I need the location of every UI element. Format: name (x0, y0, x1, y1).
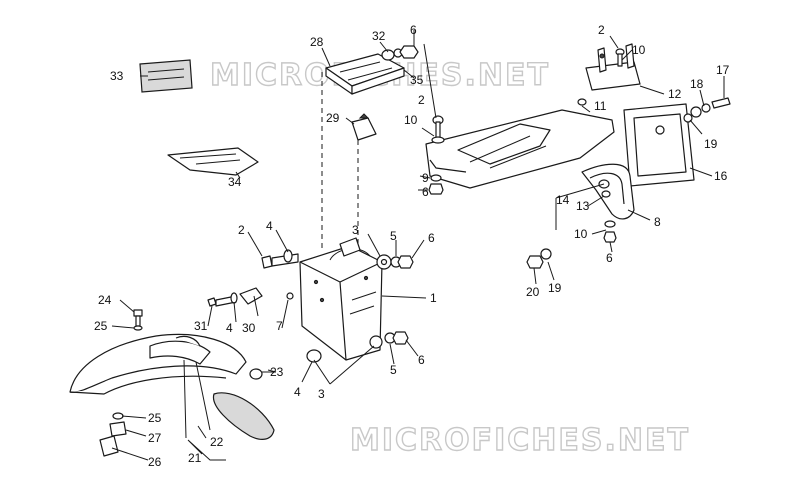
callout-5: 5 (390, 229, 397, 243)
callout-19: 19 (704, 137, 718, 151)
callout-6: 6 (418, 353, 425, 367)
callout-32: 32 (372, 29, 386, 43)
callout-6: 6 (428, 231, 435, 245)
callout-22: 22 (210, 435, 224, 449)
part-1-housing (299, 237, 383, 361)
callout-6: 6 (422, 185, 429, 199)
callout-10: 10 (404, 113, 418, 127)
front-mudguard (69, 333, 247, 439)
callout-17: 17 (716, 63, 730, 77)
callout-14: 14 (556, 193, 570, 207)
callout-34: 34 (228, 175, 242, 189)
callout-7: 7 (276, 319, 283, 333)
part-28-clamp (325, 53, 405, 95)
callout-23: 23 (270, 365, 284, 379)
callout-4: 4 (266, 219, 273, 233)
part-19-20-washers (526, 248, 552, 269)
callout-27: 27 (148, 431, 162, 445)
part-30-31-bracket (207, 287, 294, 307)
part-25-27-26-stack (99, 412, 127, 457)
callout-3: 3 (352, 223, 359, 237)
callout-28: 28 (310, 35, 324, 49)
callout-19: 19 (548, 281, 562, 295)
part-13-14-bolts (555, 179, 611, 230)
part-3-5-6-lower (306, 331, 409, 363)
callout-2: 2 (238, 223, 245, 237)
part-11-tray (425, 98, 615, 189)
callout-8: 8 (654, 215, 661, 229)
callout-33: 33 (110, 69, 124, 83)
callout-12: 12 (668, 87, 682, 101)
part-3-5-6-upper (376, 254, 414, 270)
callout-29: 29 (326, 111, 340, 125)
callout-11: 11 (594, 99, 607, 113)
callout-20: 20 (526, 285, 540, 299)
callout-18: 18 (690, 77, 704, 91)
part-12-bracket (585, 43, 641, 91)
part-2-10-bolt-tray (431, 115, 445, 144)
callout-21: 21 (188, 451, 202, 465)
callout-5: 5 (390, 363, 397, 377)
part-34-bracket (167, 147, 259, 176)
callout-6: 6 (410, 23, 417, 37)
callout-25: 25 (94, 319, 108, 333)
part-29-clip (351, 113, 377, 141)
callout-2: 2 (598, 23, 605, 37)
part-23-bolt (249, 368, 276, 380)
callout-1: 1 (430, 291, 437, 305)
callout-13: 13 (576, 199, 590, 213)
callout-4: 4 (226, 321, 233, 335)
callout-10: 10 (632, 43, 646, 57)
callout-26: 26 (148, 455, 162, 469)
callout-10: 10 (574, 227, 588, 241)
part-17-18-screws (683, 97, 731, 123)
callout-4: 4 (294, 385, 301, 399)
part-2-bolt-housing (261, 249, 299, 269)
callout-6: 6 (606, 251, 613, 265)
callout-31: 31 (194, 319, 208, 333)
callout-30: 30 (242, 321, 256, 335)
part-10-6-right (603, 220, 617, 243)
callout-3: 3 (318, 387, 325, 401)
callout-9: 9 (422, 171, 429, 185)
callout-25: 25 (148, 411, 162, 425)
part-9-6-washer (428, 174, 444, 195)
part-22-reflector (212, 392, 275, 440)
callout-35: 35 (410, 73, 424, 87)
callout-24: 24 (98, 293, 112, 307)
callout-labels: 1 2 2 2 3 3 4 4 4 5 5 6 6 6 6 6 7 8 9 10… (94, 23, 730, 469)
part-32-washer (381, 45, 419, 61)
part-24-25-screw (133, 309, 143, 331)
watermark-bottom: MICROFICHES.NET (350, 423, 690, 458)
part-33-plate (139, 59, 193, 93)
part-16-plate-holder (623, 103, 695, 187)
callout-16: 16 (714, 169, 728, 183)
callout-2: 2 (418, 93, 425, 107)
